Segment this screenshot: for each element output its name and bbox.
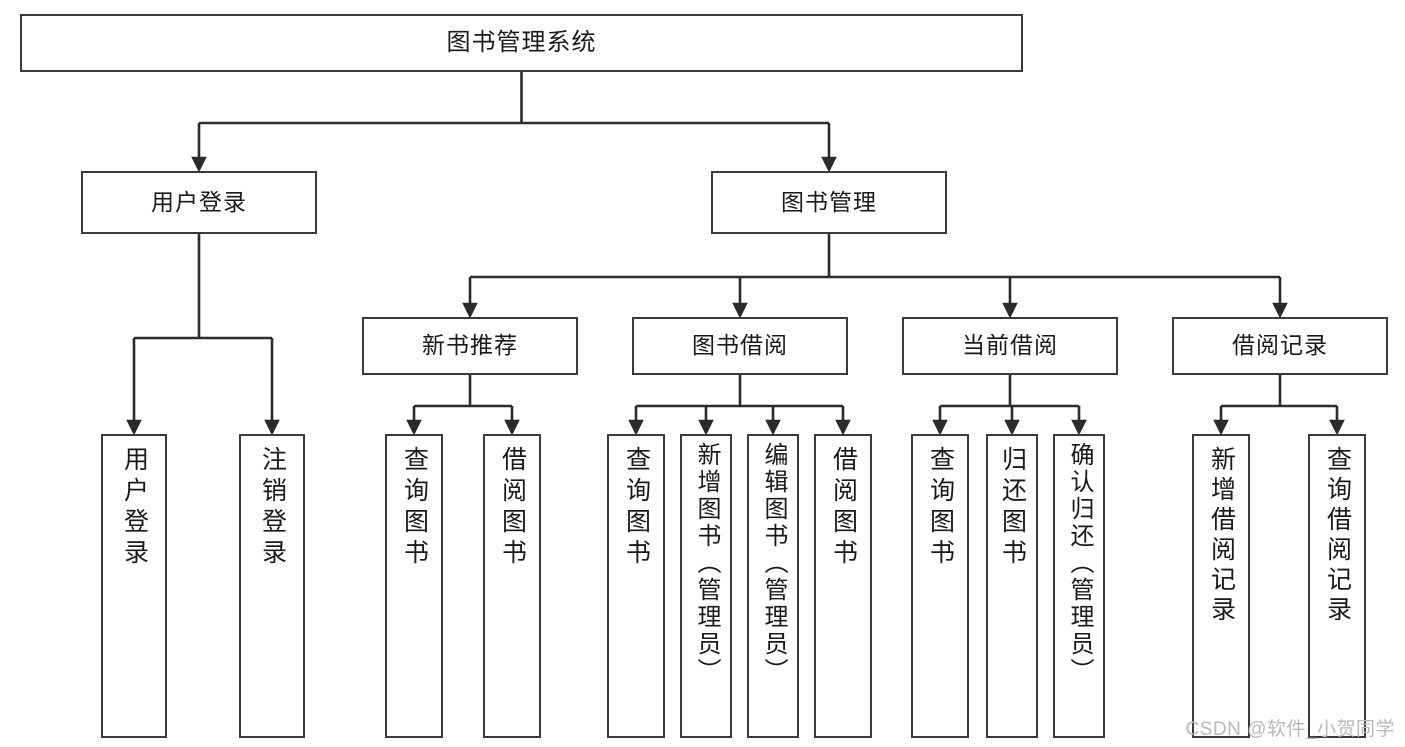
node-l-login[interactable]: 用户登录	[101, 434, 167, 738]
node-label: 确认归还（管理员）	[1066, 442, 1093, 685]
node-label: 编辑图书（管理员）	[760, 442, 787, 685]
node-label: 图书管理系统	[446, 28, 597, 56]
node-root[interactable]: 图书管理系统	[20, 14, 1023, 72]
edge-group-newbook	[406, 375, 520, 436]
node-label: 新增图书（管理员）	[693, 442, 720, 685]
edge-group-current	[932, 375, 1087, 436]
node-label: 新增借阅记录	[1207, 446, 1236, 626]
node-label: 借阅图书	[498, 446, 527, 570]
node-label: 当前借阅	[962, 332, 1058, 359]
node-bookmgmt[interactable]: 图书管理	[711, 171, 947, 234]
node-label: 查询图书	[400, 446, 429, 570]
node-label: 查询借阅记录	[1323, 446, 1352, 626]
edge-group-records	[1213, 375, 1345, 436]
node-label: 查询图书	[926, 446, 955, 570]
node-l-bo-edit[interactable]: 编辑图书（管理员）	[747, 434, 799, 738]
node-l-bo-query[interactable]: 查询图书	[607, 434, 665, 738]
watermark-text: CSDN @软件_小贺同学	[1185, 719, 1395, 740]
node-label: 归还图书	[998, 446, 1027, 570]
node-label: 查询图书	[622, 446, 651, 570]
node-label: 用户登录	[151, 188, 247, 215]
node-login[interactable]: 用户登录	[81, 171, 317, 234]
edge-group-root	[191, 72, 837, 173]
node-l-re-query[interactable]: 查询借阅记录	[1308, 434, 1366, 738]
node-l-nb-borrow[interactable]: 借阅图书	[483, 434, 541, 738]
node-l-nb-query[interactable]: 查询图书	[385, 434, 443, 738]
node-label: 用户登录	[120, 446, 149, 570]
edge-group-login	[126, 234, 280, 436]
edge-group-borrow	[628, 375, 851, 436]
node-borrow[interactable]: 图书借阅	[632, 317, 848, 375]
node-label: 借阅图书	[829, 446, 858, 570]
node-l-cu-return[interactable]: 归还图书	[986, 434, 1038, 738]
node-l-logout[interactable]: 注销登录	[239, 434, 305, 738]
node-newbook[interactable]: 新书推荐	[362, 317, 578, 375]
node-l-bo-lend[interactable]: 借阅图书	[814, 434, 872, 738]
node-label: 图书管理	[781, 188, 877, 215]
node-records[interactable]: 借阅记录	[1172, 317, 1388, 375]
node-label: 注销登录	[258, 446, 287, 570]
node-l-re-add[interactable]: 新增借阅记录	[1192, 434, 1250, 738]
node-label: 新书推荐	[422, 332, 518, 359]
node-l-cu-ok[interactable]: 确认归还（管理员）	[1053, 434, 1105, 738]
node-l-cu-query[interactable]: 查询图书	[911, 434, 969, 738]
node-l-bo-add[interactable]: 新增图书（管理员）	[680, 434, 732, 738]
edge-group-bookmgmt	[462, 234, 1288, 319]
node-current[interactable]: 当前借阅	[902, 317, 1118, 375]
node-label: 图书借阅	[692, 332, 788, 359]
node-label: 借阅记录	[1232, 332, 1328, 359]
